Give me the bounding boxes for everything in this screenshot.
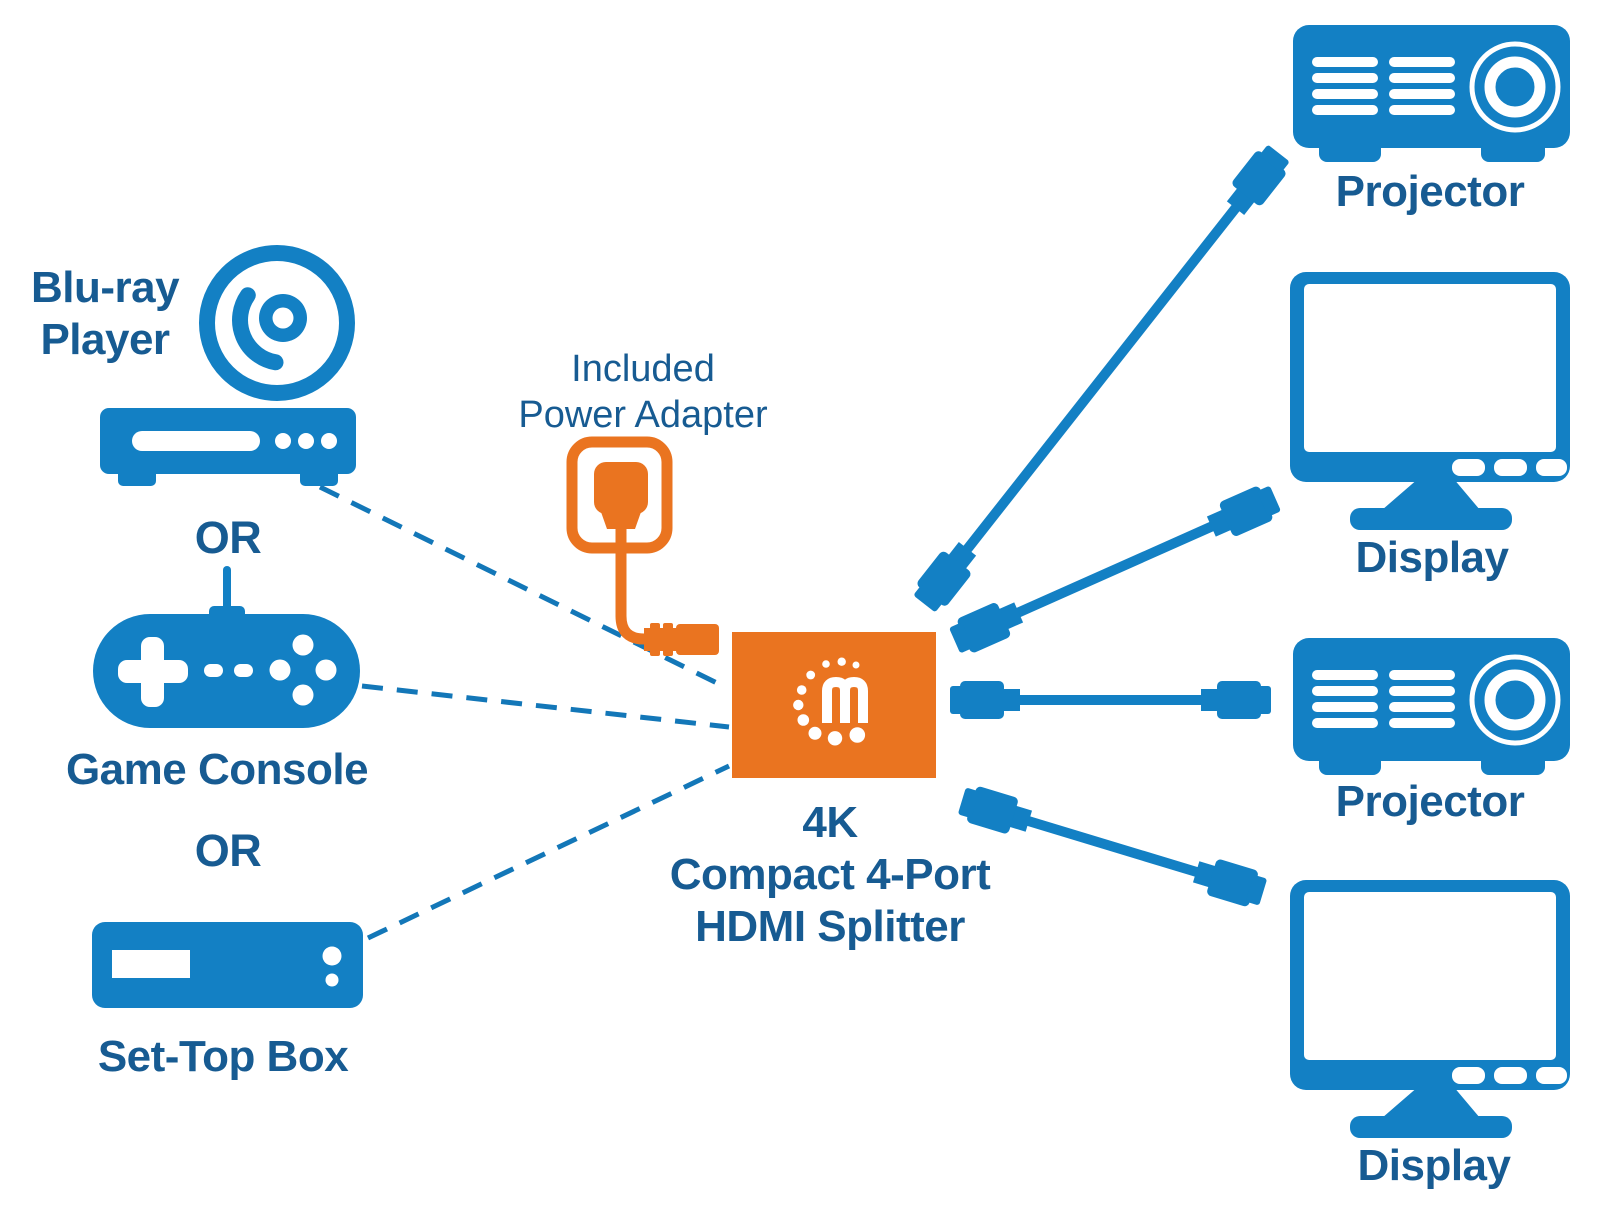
splitter-label: 4K Compact 4-Port HDMI Splitter xyxy=(669,798,991,951)
power-adapter-icon xyxy=(566,436,719,656)
display-icon-1 xyxy=(1290,272,1570,530)
game-controller-icon xyxy=(93,566,360,728)
logo-letter-m xyxy=(822,677,868,723)
manhattan-logo xyxy=(793,657,868,746)
projector-icon-1 xyxy=(1293,25,1570,162)
connection-line-set-top-box xyxy=(366,763,731,941)
hdmi-splitter-box xyxy=(732,632,936,778)
hdmi-cable-1 xyxy=(909,141,1294,616)
game-console-label: Game Console xyxy=(65,745,369,794)
display-icon-2 xyxy=(1290,880,1570,1138)
hdmi-cable-4 xyxy=(956,782,1269,911)
connection-line-game-console xyxy=(361,683,730,730)
or-label-1: OR xyxy=(194,512,262,563)
hdmi-plug xyxy=(950,681,1020,719)
set-top-box-label: Set-Top Box xyxy=(97,1032,349,1081)
hdmi-plug xyxy=(946,595,1027,659)
blu-ray-disc-icon xyxy=(199,245,355,401)
display-label-1: Display xyxy=(1355,533,1509,582)
power-adapter-label: Included Power Adapter xyxy=(518,348,768,437)
projector-icon-2 xyxy=(1293,638,1570,775)
hdmi-cable-3 xyxy=(950,681,1271,719)
blu-ray-player-label: Blu-ray Player xyxy=(30,263,180,364)
projector-label-2: Projector xyxy=(1335,777,1525,826)
hdmi-plug xyxy=(1201,681,1271,719)
hdmi-cable-2 xyxy=(946,480,1284,659)
set-top-box-icon xyxy=(92,922,363,1008)
projector-label-1: Projector xyxy=(1335,167,1525,216)
blu-ray-player-icon xyxy=(100,408,356,486)
display-label-2: Display xyxy=(1357,1141,1511,1190)
connection-line-bluray xyxy=(318,484,729,691)
or-label-2: OR xyxy=(194,825,262,876)
hdmi-plug xyxy=(1190,853,1269,911)
